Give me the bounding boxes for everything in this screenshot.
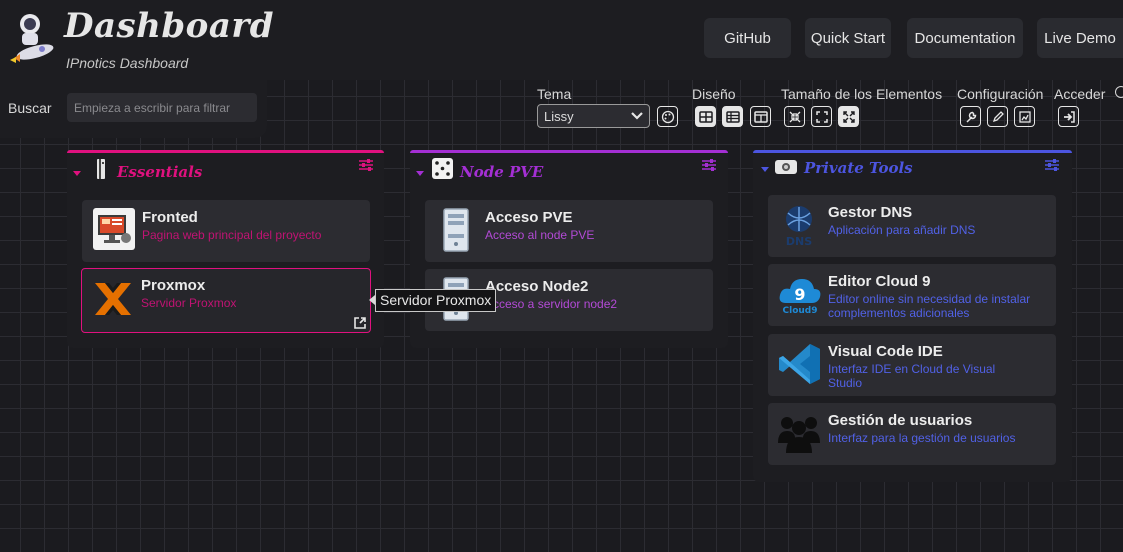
router-icon — [775, 160, 797, 174]
frame-icon — [815, 110, 828, 123]
sign-in-icon — [1063, 110, 1075, 123]
item-description: Acceso a servidor node2 — [485, 297, 618, 311]
dns-icon: DNS — [786, 206, 812, 248]
external-link-icon[interactable] — [353, 316, 367, 330]
collapse-caret-icon[interactable] — [73, 171, 81, 176]
documentation-button[interactable]: Documentation — [907, 18, 1023, 58]
search-panel: Buscar — [0, 80, 267, 138]
section-private-tools: Private Tools DNS Gestor DNS Aplicación … — [753, 150, 1072, 482]
proxmox-icon — [95, 283, 131, 315]
item-gestion-usuarios[interactable]: Gestión de usuarios Interfaz para la ges… — [768, 403, 1056, 465]
item-visual-code-ide[interactable]: Visual Code IDE Interfaz IDE en Cloud de… — [768, 334, 1056, 396]
layout-vertical-button[interactable] — [750, 106, 771, 127]
cloud9-icon: 9 Cloud9 — [779, 279, 821, 315]
item-size-label: Tamaño de los Elementos — [781, 86, 943, 102]
sliders-icon[interactable] — [702, 159, 716, 171]
item-title: Gestor DNS — [828, 204, 913, 221]
section-node-pve: Node PVE Acceso PVE Acceso al node PVE A… — [410, 150, 728, 348]
item-title: Gestión de usuarios — [828, 412, 973, 429]
quick-start-button[interactable]: Quick Start — [805, 18, 891, 58]
compress-icon — [789, 111, 800, 122]
live-demo-button[interactable]: Live Demo — [1037, 18, 1123, 58]
item-description: Interfaz para la gestión de usuarios — [828, 431, 1016, 445]
pen-icon — [992, 110, 1004, 122]
item-title: Fronted — [142, 209, 198, 226]
settings-button[interactable] — [960, 106, 981, 127]
section-title: Private Tools — [804, 159, 913, 177]
item-description: Editor online sin necesidad de instalar … — [828, 292, 1031, 320]
github-button[interactable]: GitHub — [704, 18, 791, 58]
palette-button[interactable] — [657, 106, 678, 127]
section-accent — [67, 150, 384, 153]
item-editor-cloud9[interactable]: 9 Cloud9 Editor Cloud 9 Editor online si… — [768, 264, 1056, 326]
info-icon[interactable] — [1115, 86, 1123, 98]
server-tower-icon — [97, 159, 105, 179]
app-subtitle: IPnotics Dashboard — [66, 55, 189, 71]
size-small-button[interactable] — [784, 106, 805, 127]
tooltip: Servidor Proxmox — [375, 289, 497, 312]
item-description: Interfaz IDE en Cloud de Visual Studio — [828, 362, 996, 390]
item-gestor-dns[interactable]: DNS Gestor DNS Aplicación para añadir DN… — [768, 195, 1056, 257]
section-accent — [753, 150, 1072, 153]
item-description: Aplicación para añadir DNS — [828, 223, 976, 237]
expand-icon — [842, 110, 855, 123]
app-title: Dashboard — [64, 6, 275, 46]
item-acceso-pve[interactable]: Acceso PVE Acceso al node PVE — [425, 200, 713, 262]
list-layout-icon — [725, 110, 740, 123]
theme-select-value: Lissy — [544, 108, 574, 124]
layout-horizontal-button[interactable] — [722, 106, 743, 127]
svg-text:9: 9 — [794, 285, 805, 304]
layout-label: Diseño — [692, 86, 736, 102]
palette-icon — [661, 110, 674, 123]
item-title: Acceso PVE — [485, 209, 573, 226]
chevron-down-icon — [631, 112, 643, 120]
users-icon — [778, 417, 820, 453]
wrench-icon — [965, 111, 976, 123]
columns-layout-icon — [753, 110, 768, 123]
item-description: Servidor Proxmox — [141, 296, 237, 310]
config-editor-button[interactable] — [1014, 106, 1035, 127]
item-proxmox[interactable]: Proxmox Servidor Proxmox — [81, 268, 371, 333]
section-accent — [410, 150, 728, 153]
sliders-icon[interactable] — [359, 159, 373, 171]
size-medium-button[interactable] — [811, 106, 832, 127]
astronaut-rocket-logo — [10, 14, 54, 63]
file-chart-icon — [1018, 110, 1031, 123]
collapse-caret-icon[interactable] — [416, 171, 424, 176]
search-input[interactable] — [67, 93, 257, 122]
search-label: Buscar — [8, 100, 52, 116]
section-title: Node PVE — [460, 163, 544, 181]
item-title: Editor Cloud 9 — [828, 273, 931, 290]
item-title: Proxmox — [141, 277, 206, 294]
server-icon — [443, 208, 469, 252]
config-label: Configuración — [957, 86, 1044, 102]
web-monitor-icon — [93, 208, 135, 250]
section-essentials: Essentials Fronted Pagina web principal … — [67, 150, 384, 348]
tooltip-arrow — [369, 295, 375, 305]
theme-label: Tema — [537, 86, 572, 102]
grid-layout-icon — [698, 110, 713, 123]
layout-auto-button[interactable] — [695, 106, 716, 127]
header: Dashboard IPnotics Dashboard GitHub Quic… — [0, 0, 1123, 80]
item-description: Pagina web principal del proyecto — [142, 228, 322, 242]
svg-text:Cloud9: Cloud9 — [783, 306, 818, 315]
login-label: Acceder — [1054, 86, 1106, 102]
svg-text:DNS: DNS — [786, 235, 812, 248]
theme-select[interactable]: Lissy — [537, 104, 650, 128]
item-title: Visual Code IDE — [828, 343, 943, 360]
item-fronted[interactable]: Fronted Pagina web principal del proyect… — [82, 200, 370, 262]
sliders-icon[interactable] — [1045, 159, 1059, 171]
collapse-caret-icon[interactable] — [761, 167, 769, 172]
dice-icon — [432, 158, 453, 179]
size-large-button[interactable] — [838, 106, 859, 127]
login-button[interactable] — [1058, 106, 1079, 127]
edit-mode-button[interactable] — [987, 106, 1008, 127]
item-description: Acceso al node PVE — [485, 228, 595, 242]
vscode-icon — [779, 344, 820, 384]
section-title: Essentials — [117, 163, 203, 181]
item-title: Acceso Node2 — [485, 278, 589, 295]
